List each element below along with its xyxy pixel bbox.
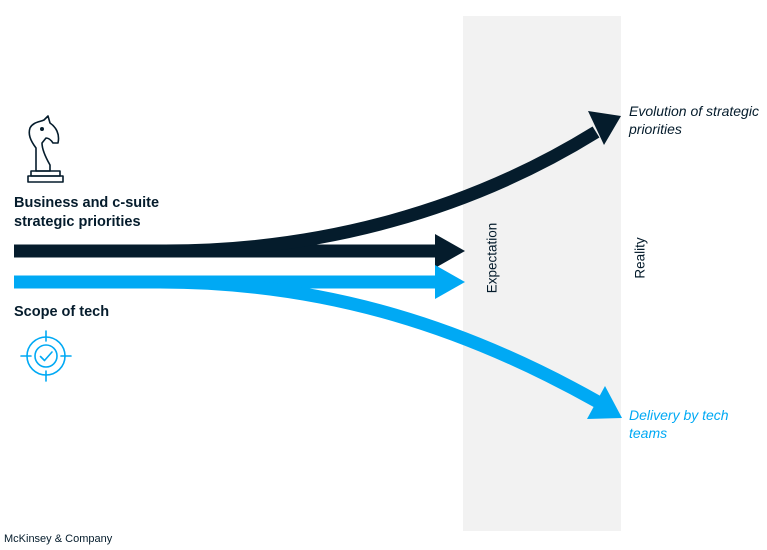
scope-of-tech-label: Scope of tech [14,304,110,320]
business-priorities-label: Business and c-suite strategic prioritie… [14,195,160,230]
delivery-label: Delivery by tech teams [629,407,729,441]
tech-delivery-arrowhead [587,386,622,419]
chess-knight-icon [27,115,64,183]
evolution-label: Evolution of strategic priorities [629,103,759,137]
strategic-expectation-arrowhead [435,234,465,268]
expectation-label: Expectation [484,222,500,294]
strategic-evolution-arrow-shaft [159,126,600,258]
strategic-evolution-arrowhead [588,111,621,145]
source-label: McKinsey & Company [4,533,113,545]
target-check-icon [20,330,72,382]
tech-expectation-arrowhead [435,265,465,299]
tech-delivery-arrow-shaft [159,275,602,408]
reality-label: Reality [632,237,648,279]
reality-band [463,16,621,531]
